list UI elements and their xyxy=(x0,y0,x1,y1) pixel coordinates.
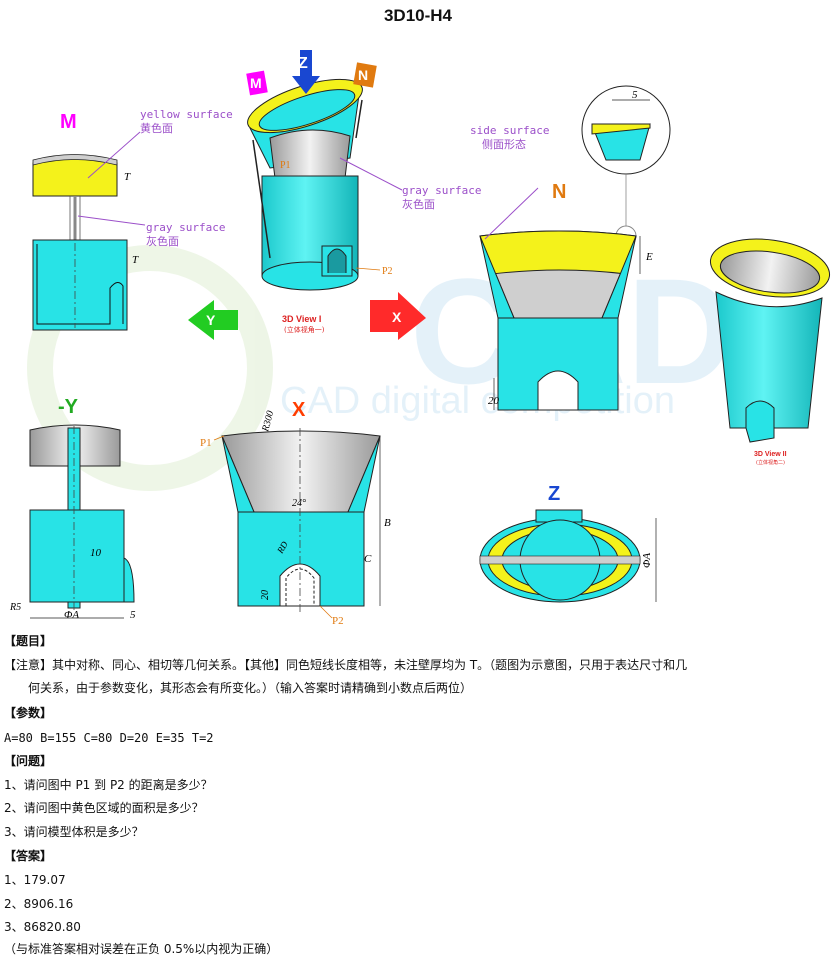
dim-five-detail: 5 xyxy=(632,89,638,101)
annot-p1-front: P1 xyxy=(200,437,212,449)
arrow-m-label: M xyxy=(250,75,262,91)
annot-gray2-cn: 灰色面 xyxy=(402,197,435,211)
annot-side-cn: 侧面形态 xyxy=(482,138,526,151)
n-view-label: N xyxy=(552,181,566,203)
annot-p1: P1 xyxy=(280,160,291,171)
dim-phi-a: ΦA xyxy=(64,609,79,621)
m-view-label: M xyxy=(60,111,77,133)
dim-t-top: T xyxy=(124,171,131,183)
heading-question: 【题目】 xyxy=(4,634,53,648)
engineering-drawing: CAD CAD digital competition M yellow sur… xyxy=(9,50,831,627)
dim-twenty-x: 20 xyxy=(260,590,271,600)
view2-title: 3D View II xyxy=(754,451,787,458)
minus-y-label: -Y xyxy=(58,396,79,418)
dim-t-bottom: T xyxy=(132,254,139,266)
dim-c: C xyxy=(364,553,372,565)
dim-ten: 10 xyxy=(90,547,102,559)
heading-params: 【参数】 xyxy=(4,706,53,720)
m-view: M yellow surface 黄色面 gray surface 灰色面 T … xyxy=(32,108,233,331)
question-3: 3、请问模型体积是多少？ xyxy=(4,825,144,839)
annot-yellow-cn: 黄色面 xyxy=(140,121,173,135)
notice-text: 【注意】其中对称、同心、相切等几何关系。【其他】同色短线长度相等，未注壁厚均为 … xyxy=(4,658,688,672)
params-text: A=80 B=155 C=80 D=20 E=35 T=2 xyxy=(4,731,214,745)
question-2: 2、请问图中黄色区域的面积是多少？ xyxy=(4,801,204,815)
answer-2: 2、8906.16 xyxy=(4,897,74,911)
x-view: X R300 24° B C RD 20 P1 P2 xyxy=(200,399,391,627)
answer-3: 3、86820.80 xyxy=(4,920,81,934)
dim-phi-a-z: ΦA xyxy=(641,553,653,568)
watermark: CAD CAD digital competition xyxy=(27,245,735,491)
view1-title: 3D View I xyxy=(282,314,321,324)
view1-subtitle: (立体视角一) xyxy=(284,325,325,334)
arrow-z-label: Z xyxy=(298,55,308,72)
answer-1: 1、179.07 xyxy=(4,873,66,887)
heading-answers: 【答案】 xyxy=(4,849,53,863)
arrow-x-label: X xyxy=(392,309,402,325)
n-view: 5 side surface 侧面形态 N E 20 xyxy=(470,85,671,411)
tolerance-note: （与标准答案相对误差在正负 0.5%以内视为正确） xyxy=(4,942,279,956)
annot-gray-en: gray surface xyxy=(146,221,225,234)
dim-five-y: 5 xyxy=(130,609,136,621)
dim-b: B xyxy=(384,517,391,529)
dim-e: E xyxy=(645,251,653,263)
annot-gray-cn: 灰色面 xyxy=(146,234,179,248)
3d-view-1: Z M N Y X 3D View I (立体视角一) P1 P2 gray s… xyxy=(188,50,481,340)
question-1: 1、请问图中 P1 到 P2 的距离是多少？ xyxy=(4,778,213,792)
dim-24deg: 24° xyxy=(292,498,306,509)
annot-yellow-en: yellow surface xyxy=(140,108,233,121)
arrow-n-label: N xyxy=(358,67,368,83)
z-view: Z ΦA xyxy=(479,483,657,603)
x-view-label: X xyxy=(292,399,306,421)
annot-side-en: side surface xyxy=(470,124,549,137)
z-view-label: Z xyxy=(548,483,560,505)
page-title: 3D10-H4 xyxy=(383,6,453,25)
heading-questions: 【问题】 xyxy=(4,754,53,768)
arrow-y-label: Y xyxy=(206,312,216,328)
annot-p2: P2 xyxy=(382,266,393,277)
minus-y-view: -Y 10 R5 ΦA 5 xyxy=(9,396,136,621)
view2-subtitle: (立体视角二) xyxy=(756,459,785,466)
annot-p2-front: P2 xyxy=(332,615,344,627)
notice-text-2: 何关系，由于参数变化，其形态会有所变化。）（输入答案时请精确到小数点后两位） xyxy=(28,681,473,695)
3d-view-2: 3D View II (立体视角二) xyxy=(709,238,831,466)
dim-r5: R5 xyxy=(9,602,21,613)
annot-gray2-en: gray surface xyxy=(402,184,481,197)
